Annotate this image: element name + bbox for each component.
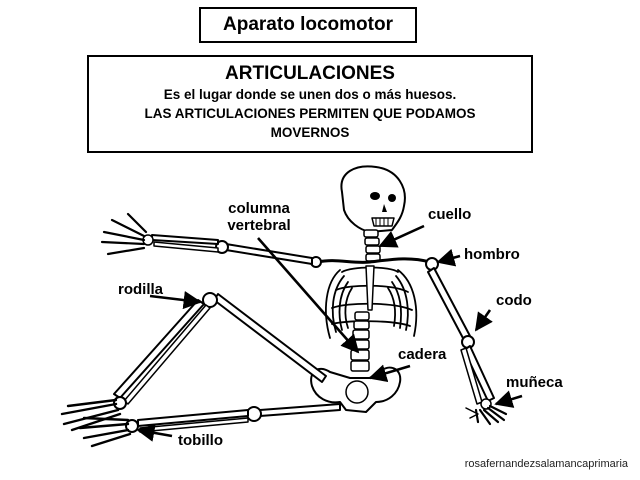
arrow-codo — [474, 309, 493, 332]
neck-vertebrae — [363, 229, 381, 262]
label-rodilla: rodilla — [118, 281, 164, 298]
label-codo: codo — [496, 292, 532, 309]
arrow-hombro — [436, 248, 461, 267]
label-cadera: cadera — [398, 346, 447, 363]
arrow-muneca — [494, 390, 523, 408]
label-columna-vertebral: columna vertebral — [212, 200, 306, 234]
definition-heading: ARTICULACIONES — [225, 63, 395, 84]
arrow-rodilla — [149, 291, 202, 310]
left-knee-joint — [202, 292, 218, 308]
credit-text: rosafernandezsalamancaprimaria — [464, 458, 628, 470]
sacrum — [345, 380, 369, 404]
left-arm — [100, 212, 313, 265]
page-title-text: Aparato locomotor — [223, 14, 393, 35]
label-hombro: hombro — [464, 246, 520, 263]
label-muneca: muñeca — [506, 374, 563, 391]
clavicles — [316, 257, 432, 264]
right-arm — [427, 267, 508, 426]
left-leg — [60, 292, 327, 432]
label-columna-line1: columna — [228, 200, 290, 217]
skeleton-figure — [60, 165, 508, 448]
label-cuello: cuello — [428, 206, 472, 223]
definition-box: ARTICULACIONES Es el lugar donde se unen… — [87, 55, 533, 153]
definition-line-1: Es el lugar donde se unen dos o más hues… — [163, 87, 457, 102]
sternum — [365, 265, 375, 311]
arrow-cadera — [368, 364, 411, 383]
arrow-cuello — [378, 224, 425, 248]
arrow-tobillo — [136, 423, 173, 442]
label-columna-line2: vertebral — [227, 217, 291, 234]
page-title: Aparato locomotor — [199, 7, 417, 43]
arrow-columna — [257, 237, 360, 354]
right-leg — [78, 403, 341, 448]
label-arrows — [136, 224, 523, 442]
label-tobillo: tobillo — [178, 432, 223, 449]
definition-line-3: MOVERNOS — [270, 125, 350, 140]
skull — [340, 165, 406, 233]
definition-line-2: LAS ARTICULACIONES PERMITEN QUE PODAMOS — [144, 106, 476, 121]
